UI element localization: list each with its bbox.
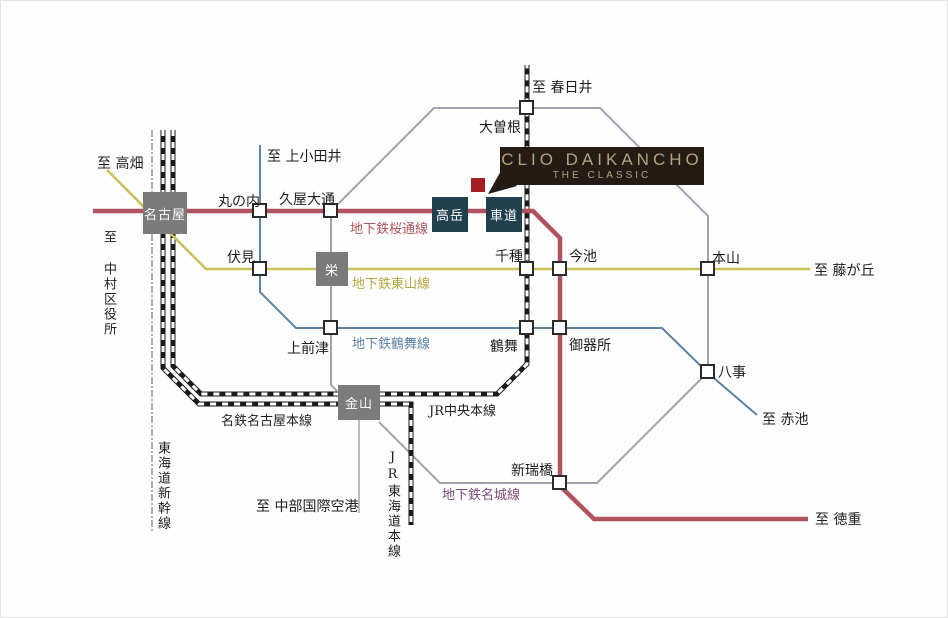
station-marker-hisayaodori	[323, 203, 338, 218]
line-label-meijo: 地下鉄名城線	[442, 488, 521, 503]
station-marker-imaike	[552, 261, 567, 276]
line-label-meitetsu: 名鉄名古屋本線	[221, 414, 313, 429]
destination-fujigaoka: 至 藤が丘	[814, 263, 875, 279]
station-box-kanayama: 金山	[338, 385, 380, 420]
station-label-aratamabashi: 新瑞橋	[511, 463, 553, 479]
station-marker-gokiso	[552, 320, 567, 335]
station-marker-yagoto	[700, 364, 715, 379]
property-logo: CLIO DAIKANCHO THE CLASSIC	[500, 147, 704, 185]
destination-takabata: 至 高畑	[97, 156, 144, 172]
line-label-jr-chuo: JR中央本線	[429, 404, 496, 419]
station-marker-chikusa	[519, 261, 534, 276]
destination-nakamurakuyakusho: 至 中村区役所	[101, 230, 116, 337]
station-box-takaoka: 高岳	[432, 197, 468, 232]
line-label-shinkansen: 東海道新幹線	[155, 441, 170, 531]
station-label-chikusa: 千種	[495, 249, 523, 265]
station-label-hisayaodori: 久屋大通	[279, 192, 335, 208]
station-label-kamimaezu: 上前津	[287, 341, 329, 357]
station-marker-aratamabashi	[552, 475, 567, 490]
jr-chuo-line	[379, 65, 530, 397]
higashiyama-line	[106, 169, 810, 271]
station-label-motoyama: 本山	[712, 251, 740, 267]
station-box-sakae: 栄	[316, 252, 348, 286]
station-marker-ozone	[519, 100, 534, 115]
property-logo-subtitle: THE CLASSIC	[552, 170, 652, 181]
line-label-jr-tokaido: JR東海道本線	[385, 450, 400, 559]
line-label-sakuradori: 地下鉄桜通線	[350, 222, 429, 237]
station-label-tsurumai: 鶴舞	[490, 339, 518, 355]
destination-tokushige: 至 徳重	[815, 512, 862, 528]
station-marker-tsurumai	[519, 320, 534, 335]
line-label-higashiyama: 地下鉄東山線	[352, 277, 431, 292]
station-marker-fushimi	[252, 261, 267, 276]
destination-kasugai: 至 春日井	[532, 80, 593, 96]
station-marker-kamimaezu	[323, 320, 338, 335]
destination-kamiotai: 至 上小田井	[267, 149, 342, 165]
destination-centrair: 至 中部国際空港	[256, 499, 359, 515]
station-label-gokiso: 御器所	[569, 338, 611, 354]
line-label-tsurumai: 地下鉄鶴舞線	[352, 337, 431, 352]
station-label-fushimi: 伏見	[227, 250, 255, 266]
station-label-yagoto: 八事	[718, 365, 746, 381]
station-label-marunouchi: 丸の内	[218, 194, 260, 210]
property-location-marker	[471, 178, 485, 192]
property-logo-title: CLIO DAIKANCHO	[501, 150, 703, 169]
station-box-kurumamichi: 車道	[486, 197, 522, 232]
station-label-ozone: 大曽根	[479, 120, 521, 136]
station-box-nagoya: 名古屋	[143, 192, 187, 234]
station-marker-marunouchi	[252, 203, 267, 218]
station-label-imaike: 今池	[569, 249, 597, 265]
station-marker-motoyama	[700, 261, 715, 276]
destination-akaike: 至 赤池	[762, 412, 809, 428]
